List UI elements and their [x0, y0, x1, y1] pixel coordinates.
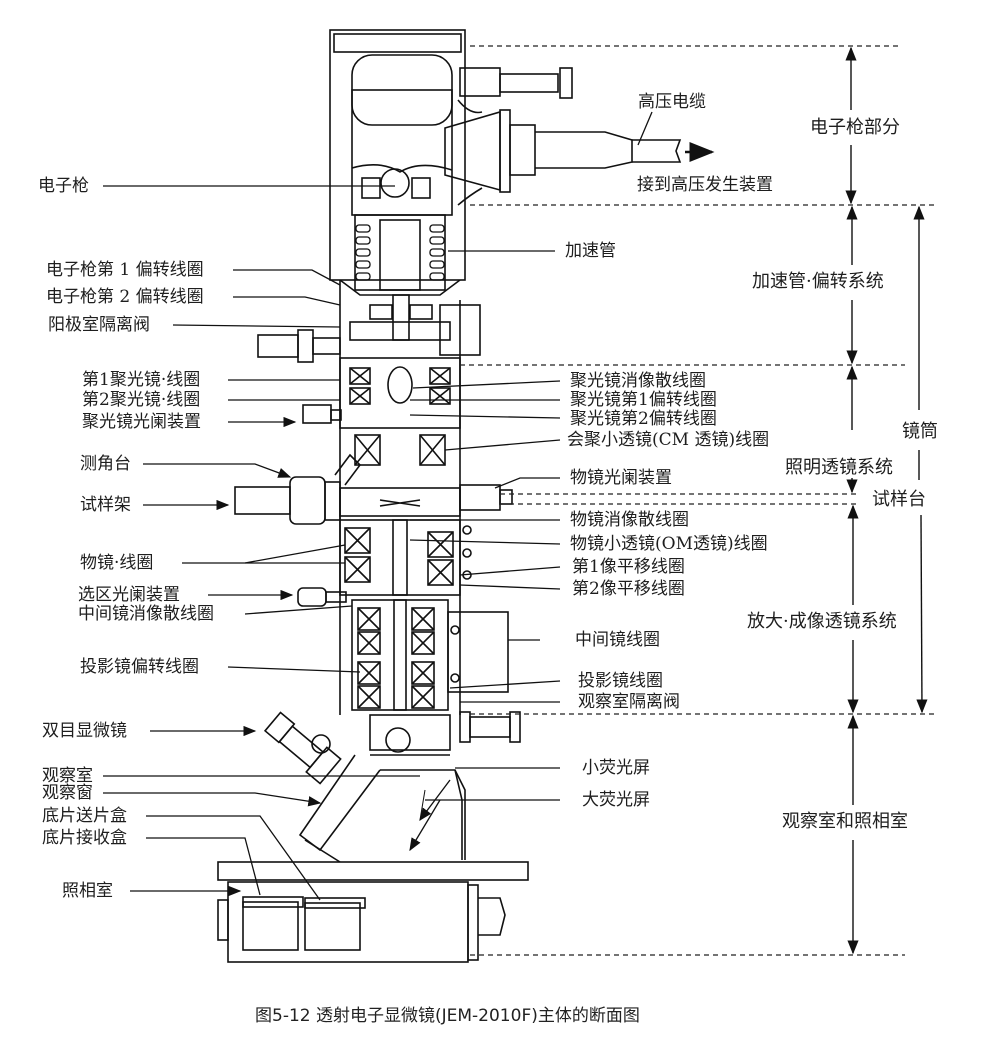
label-condenser-deflection-2: 聚光镜第2偏转线圈 [570, 409, 717, 429]
label-to-hv-generator: 接到高压发生装置 [637, 175, 773, 195]
right-leader-lines [409, 111, 715, 852]
label-intermediate-stigmator: 中间镜消像散线圈 [78, 604, 214, 624]
label-objective-lens: 物镜·线圈 [80, 553, 154, 573]
label-objective-stigmator: 物镜消像散线圈 [570, 510, 689, 530]
label-goniometer: 测角台 [80, 454, 131, 474]
label-small-screen: 小荧光屏 [582, 758, 650, 778]
label-intermediate-lens-coil: 中间镜线圈 [575, 630, 660, 650]
section-observation-camera: 观察室和照相室 [780, 811, 910, 832]
label-large-screen: 大荧光屏 [582, 790, 650, 810]
hv-cable [444, 67, 682, 206]
section-boundaries [460, 45, 935, 956]
label-camera-chamber: 照相室 [62, 881, 113, 901]
label-image-shift-coil-1: 第1像平移线圈 [572, 557, 685, 577]
label-projector-deflection-coil: 投影镜偏转线圈 [80, 657, 199, 677]
label-electron-gun: 电子枪 [38, 176, 89, 196]
section-specimen-stage: 试样台 [870, 489, 928, 510]
label-observation-isolation-valve: 观察室隔离阀 [578, 692, 680, 712]
figure-caption: 图5-12 透射电子显微镜(JEM-2010F)主体的断面图 [255, 1006, 640, 1026]
left-leader-lines [103, 185, 420, 901]
label-condenser-lens-2: 第2聚光镜·线圈 [82, 390, 201, 410]
label-accelerating-tube: 加速管 [565, 241, 616, 261]
label-hv-cable: 高压电缆 [638, 92, 706, 112]
label-cm-lens-coil: 会聚小透镜(CM 透镜)线圈 [567, 430, 770, 450]
label-condenser-aperture: 聚光镜光阑装置 [82, 412, 201, 432]
section-accel-deflection: 加速管·偏转系统 [750, 271, 886, 292]
label-anode-isolation-valve: 阳极室隔离阀 [48, 315, 150, 335]
accelerating-tube [339, 214, 481, 356]
label-film-supply-box: 底片送片盒 [42, 806, 127, 826]
column-body [217, 280, 529, 963]
label-binocular-microscope: 双目显微镜 [42, 721, 127, 741]
label-projector-lens-coil: 投影镜线圈 [578, 671, 663, 691]
label-observation-chamber: 观察室 [42, 766, 93, 786]
label-objective-aperture: 物镜光阑装置 [570, 468, 672, 488]
label-film-receive-box: 底片接收盒 [42, 828, 127, 848]
label-sa-aperture: 选区光阑装置 [78, 585, 180, 605]
label-condenser-lens-1: 第1聚光镜·线圈 [82, 370, 201, 390]
section-imaging-lens: 放大·成像透镜系统 [745, 611, 899, 632]
label-image-shift-coil-2: 第2像平移线圈 [572, 579, 685, 599]
label-condenser-deflection-1: 聚光镜第1偏转线圈 [570, 390, 717, 410]
label-gun-deflection-coil-2: 电子枪第 2 偏转线圈 [46, 287, 204, 307]
label-gun-deflection-coil-1: 电子枪第 1 偏转线圈 [46, 260, 204, 280]
label-om-lens-coil: 物镜小透镜(OM透镜)线圈 [570, 534, 768, 554]
section-column: 镜筒 [900, 421, 940, 442]
label-specimen-holder: 试样架 [80, 495, 131, 515]
section-illumination-lens: 照明透镜系统 [783, 457, 895, 478]
label-condenser-stigmator: 聚光镜消像散线圈 [570, 371, 706, 391]
dimension-arrows [845, 46, 928, 955]
section-electron-gun: 电子枪部分 [808, 117, 902, 138]
label-observation-window: 观察窗 [42, 783, 93, 803]
